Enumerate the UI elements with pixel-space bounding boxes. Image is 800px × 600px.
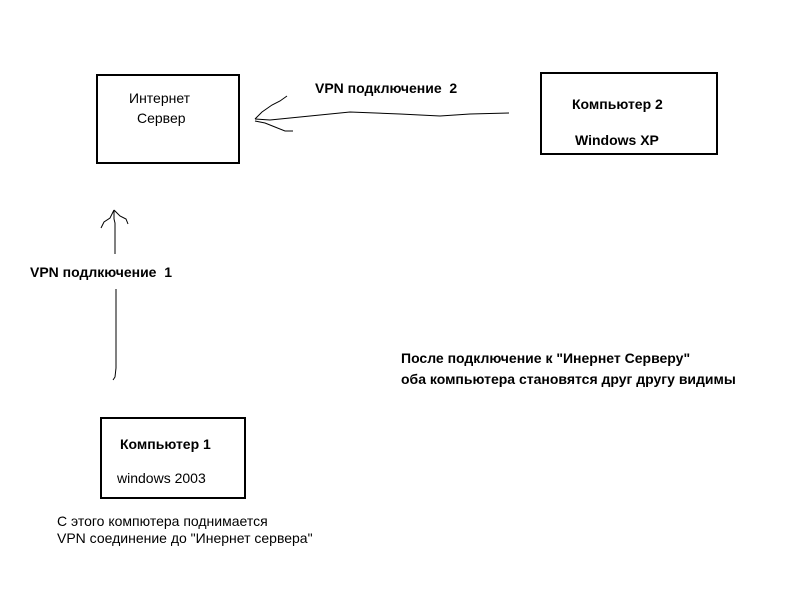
computer1-note-line2: VPN соединение до "Инернет сервера" bbox=[57, 530, 313, 546]
vpn2-arrowhead-lower bbox=[254, 120, 293, 132]
computer1-os: windows 2003 bbox=[117, 470, 206, 486]
internet-server-label-line2: Сервер bbox=[137, 110, 186, 126]
vpn2-arrowhead-upper bbox=[254, 95, 288, 120]
computer1-node bbox=[100, 417, 246, 499]
vpn2-label: VPN подключение 2 bbox=[315, 80, 458, 96]
computer1-note-line1: С этого компютера поднимается bbox=[57, 513, 268, 529]
vpn1-arrow-shaft-top bbox=[113, 210, 116, 254]
result-note-line2: оба компьютера становятся друг другу вид… bbox=[401, 371, 736, 387]
vpn2-arrow-shaft bbox=[254, 111, 510, 121]
computer2-node bbox=[540, 72, 718, 155]
vpn1-arrowhead-left bbox=[100, 209, 115, 229]
result-note-line1: После подключение к "Инернет Серверу" bbox=[401, 350, 691, 366]
computer2-name: Компьютер 2 bbox=[572, 96, 663, 112]
vpn1-label: VPN подлкючение 1 bbox=[30, 264, 173, 280]
vpn1-arrow-shaft-bottom bbox=[112, 289, 117, 381]
vpn1-arrow bbox=[100, 209, 129, 381]
internet-server-label-line1: Интернет bbox=[129, 90, 191, 106]
vpn1-arrowhead-right bbox=[113, 209, 129, 225]
computer2-os: Windows XP bbox=[575, 132, 659, 148]
internet-server-node bbox=[96, 74, 240, 164]
vpn2-arrow bbox=[254, 95, 510, 132]
computer1-name: Компьютер 1 bbox=[120, 436, 211, 452]
